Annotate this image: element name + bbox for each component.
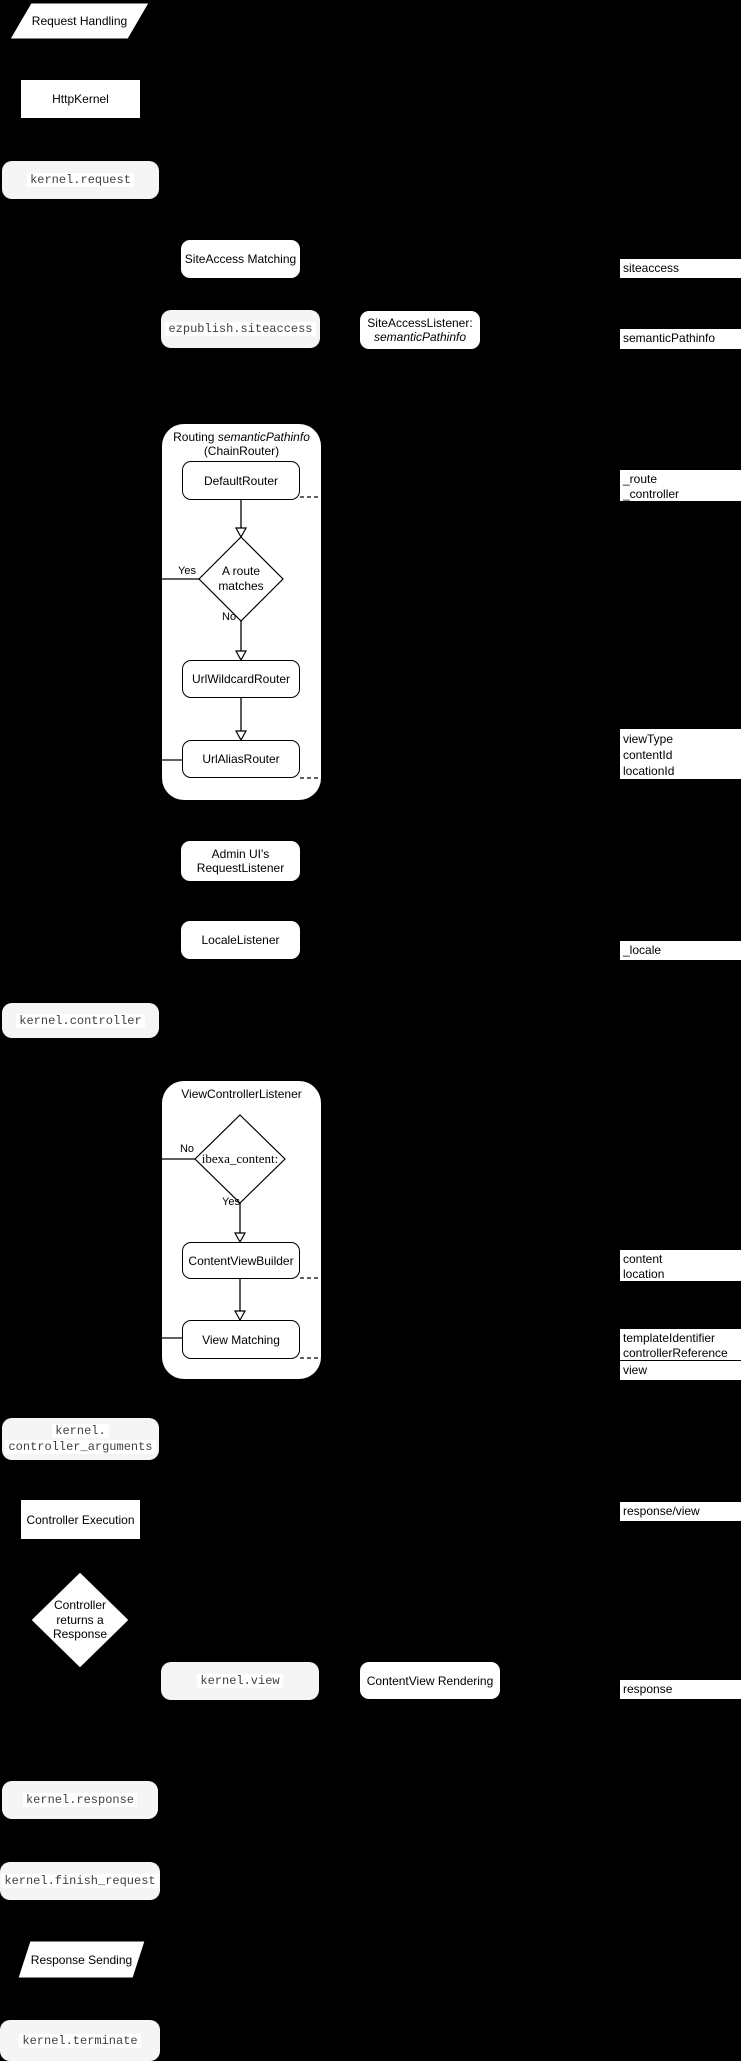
controller-returns-decision: Controller returns a Response bbox=[31, 1598, 129, 1642]
kernel-terminate-event: kernel.terminate bbox=[0, 2020, 160, 2061]
kernel-controller-label: kernel.controller bbox=[16, 1013, 145, 1028]
request-handling-start: Request Handling bbox=[10, 3, 149, 39]
url-alias-router-node: UrlAliasRouter bbox=[182, 740, 300, 778]
routing-container-title: Routing semanticPathinfo (ChainRouter) bbox=[162, 430, 321, 458]
route-yes-label: Yes bbox=[178, 565, 196, 577]
default-router-label: DefaultRouter bbox=[203, 473, 279, 488]
controller-execution-node: Controller Execution bbox=[21, 1500, 140, 1539]
side-label-semantic-pathinfo: semanticPathinfo bbox=[620, 329, 741, 349]
httpkernel-node: HttpKernel bbox=[21, 80, 140, 118]
kernel-view-label: kernel.view bbox=[197, 1674, 283, 1688]
admin-request-listener-line2: RequestListener bbox=[196, 861, 285, 875]
controller-returns-line2: returns a bbox=[56, 1612, 104, 1627]
view-matching-label: View Matching bbox=[202, 1332, 280, 1347]
kernel-response-label: kernel.response bbox=[22, 1793, 138, 1807]
siteaccess-matching-label: SiteAccess Matching bbox=[184, 252, 297, 266]
url-alias-router-label: UrlAliasRouter bbox=[202, 752, 280, 766]
routing-title-italic: semanticPathinfo bbox=[217, 430, 310, 444]
side-label-response-view: response/view bbox=[620, 1502, 741, 1521]
response-sending-end: Response Sending bbox=[18, 1941, 145, 1978]
kernel-request-event: kernel.request bbox=[2, 161, 159, 199]
side-label-content-line1: content bbox=[623, 1252, 663, 1266]
side-label-route-line1: _route bbox=[623, 472, 658, 486]
contentview-rendering-node: ContentView Rendering bbox=[360, 1662, 500, 1699]
vcl-yes-label: Yes bbox=[222, 1196, 240, 1208]
kernel-controller-event: kernel.controller bbox=[2, 1003, 159, 1038]
route-no-label: No bbox=[222, 611, 237, 623]
kernel-response-event: kernel.response bbox=[2, 1781, 158, 1819]
ezpublish-siteaccess-event: ezpublish.siteaccess bbox=[161, 310, 320, 348]
route-matches-line2: matches bbox=[218, 578, 264, 593]
side-label-view: view bbox=[620, 1361, 741, 1380]
response-sending-label: Response Sending bbox=[30, 1952, 133, 1967]
url-wildcard-router-label: UrlWildcardRouter bbox=[191, 672, 291, 686]
kernel-controller-arguments-line1: kernel. bbox=[52, 1424, 109, 1438]
content-view-builder-label: ContentViewBuilder bbox=[188, 1253, 294, 1268]
contentview-rendering-label: ContentView Rendering bbox=[366, 1673, 494, 1688]
routing-title-subtitle: (ChainRouter) bbox=[203, 444, 280, 458]
controller-execution-label: Controller Execution bbox=[26, 1512, 135, 1527]
locale-listener-label: LocaleListener bbox=[201, 933, 280, 947]
side-label-siteaccess: siteaccess bbox=[620, 259, 741, 278]
side-label-location-line2: location bbox=[623, 1267, 665, 1281]
side-label-view-params: viewType contentId locationId bbox=[620, 729, 741, 779]
siteaccess-matching-node: SiteAccess Matching bbox=[181, 240, 300, 278]
side-label-locationid: locationId bbox=[623, 764, 675, 778]
default-router-node: DefaultRouter bbox=[182, 461, 300, 500]
kernel-view-event: kernel.view bbox=[161, 1662, 319, 1700]
routing-title-normal: Routing bbox=[173, 430, 218, 444]
route-matches-line1: A route bbox=[221, 564, 261, 578]
request-handling-label: Request Handling bbox=[31, 14, 128, 28]
route-matches-decision: A route matches bbox=[199, 564, 283, 593]
side-label-template: templateIdentifier controllerReference bbox=[620, 1329, 741, 1360]
side-label-viewtype: viewType bbox=[623, 732, 674, 746]
kernel-request-label: kernel.request bbox=[27, 173, 134, 187]
side-label-route: _route _controller bbox=[620, 470, 741, 501]
siteaccess-listener-line2: semanticPathinfo bbox=[373, 330, 467, 344]
kernel-finish-request-event: kernel.finish_request bbox=[0, 1862, 160, 1900]
siteaccess-listener-node: SiteAccessListener: semanticPathinfo bbox=[360, 311, 480, 349]
kernel-controller-arguments-line2: controller_arguments bbox=[5, 1440, 156, 1454]
kernel-terminate-label: kernel.terminate bbox=[19, 2033, 141, 2048]
ezpublish-siteaccess-label: ezpublish.siteaccess bbox=[165, 322, 316, 336]
side-label-response: response bbox=[620, 1680, 741, 1699]
kernel-finish-request-label: kernel.finish_request bbox=[1, 1874, 159, 1888]
side-label-content: content location bbox=[620, 1250, 741, 1281]
siteaccess-listener-line1: SiteAccessListener: bbox=[367, 315, 473, 330]
admin-request-listener-node: Admin UI's RequestListener bbox=[181, 841, 300, 881]
controller-returns-line1: Controller bbox=[53, 1598, 107, 1612]
httpkernel-label: HttpKernel bbox=[52, 92, 109, 106]
controller-returns-line3: Response bbox=[52, 1627, 108, 1641]
admin-request-listener-line1: Admin UI's bbox=[211, 846, 270, 861]
vcl-no-label: No bbox=[179, 1143, 194, 1155]
view-matching-node: View Matching bbox=[182, 1320, 300, 1359]
side-label-controller-reference: controllerReference bbox=[623, 1346, 728, 1360]
side-label-template-identifier: templateIdentifier bbox=[623, 1331, 716, 1345]
url-wildcard-router-node: UrlWildcardRouter bbox=[182, 660, 300, 698]
kernel-controller-arguments-event: kernel. controller_arguments bbox=[2, 1418, 159, 1460]
side-label-contentid: contentId bbox=[623, 748, 673, 762]
locale-listener-node: LocaleListener bbox=[181, 921, 300, 959]
ibexa-content-decision: ibexa_content: bbox=[201, 1151, 279, 1166]
view-controller-listener-title: ViewControllerListener bbox=[181, 1087, 302, 1101]
side-label-locale: _locale bbox=[620, 941, 741, 960]
side-label-route-line2: _controller bbox=[623, 487, 680, 501]
content-view-builder-node: ContentViewBuilder bbox=[182, 1242, 300, 1279]
